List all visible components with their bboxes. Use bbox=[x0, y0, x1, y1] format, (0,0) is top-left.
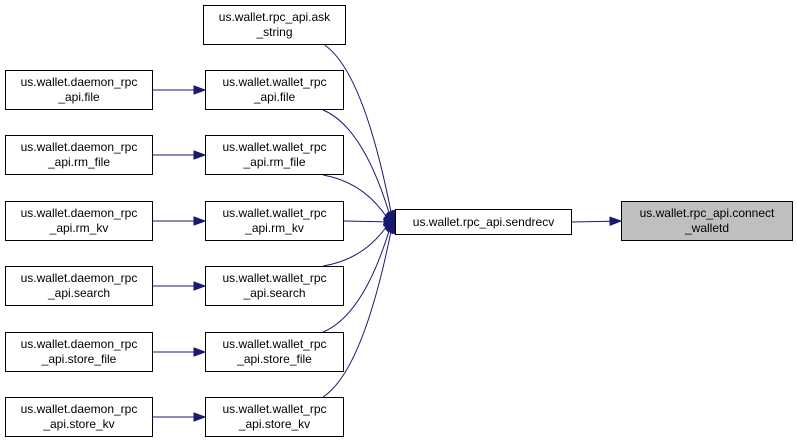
node-daemon-rpc-rm-kv[interactable]: us.wallet.daemon_rpc _api.rm_kv bbox=[5, 201, 153, 241]
node-label-line: us.wallet.wallet_rpc bbox=[222, 206, 327, 220]
node-daemon-rpc-rm-file[interactable]: us.wallet.daemon_rpc _api.rm_file bbox=[5, 135, 153, 175]
node-label-line: _api.store_file bbox=[41, 352, 117, 366]
arrowhead-icon bbox=[193, 347, 207, 357]
node-label-line: _api.store_kv bbox=[43, 417, 115, 431]
node-label-line: _api.rm_kv bbox=[245, 221, 304, 235]
node-label-line: us.wallet.wallet_rpc bbox=[222, 402, 327, 416]
node-label-line: us.wallet.rpc_api.connect bbox=[639, 206, 775, 220]
node-label-line: _string bbox=[256, 25, 293, 39]
node-label-line: us.wallet.daemon_rpc bbox=[20, 140, 138, 154]
node-label-line: us.wallet.daemon_rpc bbox=[20, 271, 138, 285]
node-wallet-rpc-store-file[interactable]: us.wallet.wallet_rpc _api.store_file bbox=[205, 332, 344, 372]
node-wallet-rpc-rm-file[interactable]: us.wallet.wallet_rpc _api.rm_file bbox=[205, 135, 344, 175]
arrowhead-icon bbox=[193, 281, 207, 291]
edge-wallet_rm_kv-to-sendrecv bbox=[343, 220, 385, 223]
edge-wallet_store_kv-to-sendrecv bbox=[322, 232, 392, 398]
node-label-line: us.wallet.rpc_api.ask bbox=[218, 10, 331, 24]
node-daemon-rpc-store-kv[interactable]: us.wallet.daemon_rpc _api.store_kv bbox=[5, 397, 153, 437]
node-label-line: us.wallet.wallet_rpc bbox=[222, 271, 327, 285]
arrowhead-icon bbox=[193, 412, 207, 422]
arrowhead-icon bbox=[386, 220, 396, 235]
node-label-line: _api.rm_file bbox=[47, 155, 111, 169]
node-label-line: us.wallet.wallet_rpc bbox=[222, 75, 327, 89]
arrowhead-icon bbox=[193, 85, 207, 95]
edge-wallet_rm_file-to-sendrecv bbox=[323, 174, 387, 217]
node-daemon-rpc-file[interactable]: us.wallet.daemon_rpc _api.file bbox=[5, 70, 153, 110]
node-label-line: us.wallet.daemon_rpc bbox=[20, 75, 138, 89]
node-daemon-rpc-search[interactable]: us.wallet.daemon_rpc _api.search bbox=[5, 266, 153, 306]
node-label-line: us.wallet.daemon_rpc bbox=[20, 206, 138, 220]
node-label-line: us.wallet.daemon_rpc bbox=[20, 402, 138, 416]
node-wallet-rpc-store-kv[interactable]: us.wallet.wallet_rpc _api.store_kv bbox=[205, 397, 344, 437]
arrowhead-icon bbox=[609, 216, 623, 226]
node-label-line: us.wallet.wallet_rpc bbox=[222, 337, 327, 351]
node-label-line: us.wallet.wallet_rpc bbox=[222, 140, 327, 154]
node-label-line: _api.rm_kv bbox=[49, 221, 109, 235]
arrowhead-icon bbox=[193, 216, 207, 226]
node-wallet-rpc-rm-kv[interactable]: us.wallet.wallet_rpc _api.rm_kv bbox=[205, 201, 344, 241]
node-wallet-rpc-search[interactable]: us.wallet.wallet_rpc _api.search bbox=[205, 266, 344, 306]
node-label-line: us.wallet.rpc_api.sendrecv bbox=[412, 214, 555, 229]
node-label-line: us.wallet.daemon_rpc bbox=[20, 337, 138, 351]
node-wallet-rpc-file[interactable]: us.wallet.wallet_rpc _api.file bbox=[205, 70, 344, 110]
node-label-line: _walletd bbox=[684, 221, 730, 235]
node-label-line: _api.search bbox=[243, 286, 306, 300]
node-label-line: _api.file bbox=[253, 90, 296, 104]
edge-wallet_file-to-sendrecv bbox=[322, 109, 390, 213]
edge-wallet_store_file-to-sendrecv bbox=[322, 231, 390, 333]
edge-ask_string-to-sendrecv bbox=[324, 44, 392, 212]
node-label-line: _api.store_file bbox=[237, 352, 312, 366]
node-label-line: _api.search bbox=[47, 286, 111, 300]
node-label-line: _api.store_kv bbox=[238, 417, 311, 431]
node-label-line: _api.file bbox=[58, 90, 100, 104]
edge-sendrecv-to-connect_walletd bbox=[571, 220, 611, 223]
arrowhead-icon bbox=[193, 150, 207, 160]
node-ask-string[interactable]: us.wallet.rpc_api.ask _string bbox=[203, 5, 346, 45]
node-rpc-api-sendrecv[interactable]: us.wallet.rpc_api.sendrecv bbox=[395, 209, 572, 235]
node-label-line: _api.rm_file bbox=[243, 155, 306, 169]
node-daemon-rpc-store-file[interactable]: us.wallet.daemon_rpc _api.store_file bbox=[5, 332, 153, 372]
node-rpc-api-connect-walletd: us.wallet.rpc_api.connect _walletd bbox=[621, 201, 793, 241]
edge-wallet_search-to-sendrecv bbox=[323, 227, 387, 267]
